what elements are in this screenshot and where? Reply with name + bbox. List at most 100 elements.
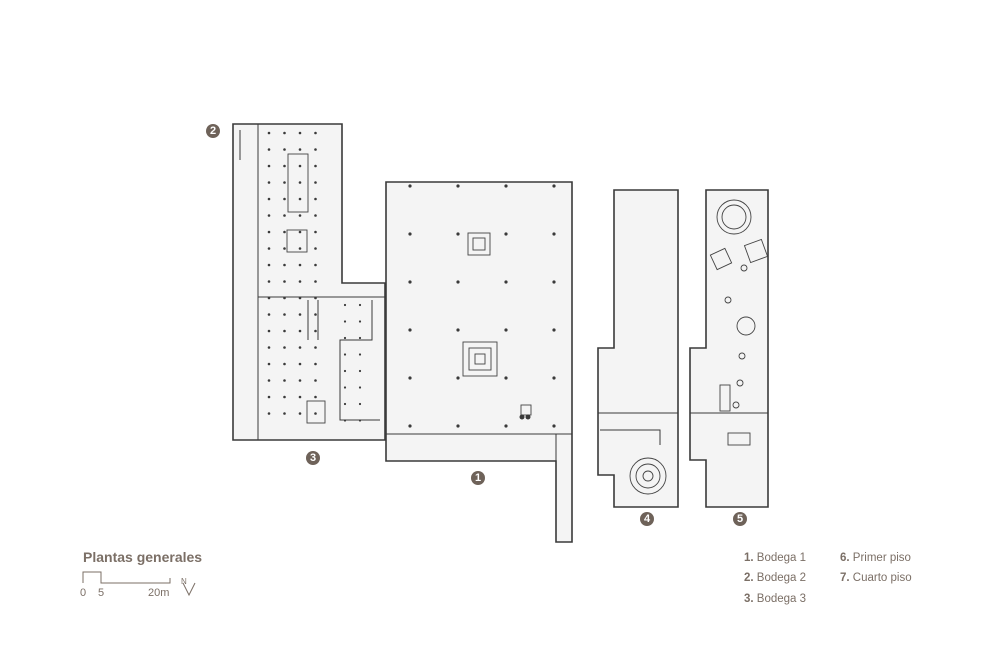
legend-item-7: 7. Cuarto piso (840, 572, 912, 584)
structural-column (552, 376, 556, 380)
structural-column (358, 386, 362, 389)
plan-4 (597, 189, 679, 508)
scale-bar (82, 571, 171, 584)
structural-column (504, 328, 508, 332)
structural-column (314, 247, 317, 250)
structural-column (298, 263, 302, 267)
structural-column (298, 346, 302, 349)
structural-column (283, 230, 286, 234)
structural-column (267, 346, 271, 349)
structural-column (408, 184, 412, 188)
north-arrow-icon (182, 582, 196, 597)
structural-column (504, 232, 508, 236)
structural-column (343, 369, 347, 373)
structural-column (267, 313, 271, 316)
structural-column (298, 329, 302, 333)
marker-3: 3 (306, 451, 320, 465)
structural-column (283, 197, 286, 201)
structural-column (267, 148, 271, 151)
north-label: N (181, 577, 187, 586)
structural-column (343, 320, 347, 323)
structural-column (314, 197, 317, 201)
structural-column (358, 303, 362, 307)
structural-column (408, 280, 412, 284)
structural-column (343, 402, 347, 406)
structural-column (552, 280, 556, 284)
structural-column (298, 247, 302, 250)
structural-column (283, 362, 286, 366)
scale-label-0: 0 (80, 587, 87, 599)
structural-column (283, 164, 286, 168)
marker-1: 1 (471, 471, 485, 485)
structural-column (267, 296, 271, 300)
structural-column (283, 247, 286, 250)
structural-column (314, 214, 317, 217)
structural-column (504, 424, 508, 428)
structural-column (552, 424, 556, 428)
structural-column (298, 230, 302, 234)
structural-column (456, 232, 460, 236)
structural-column (343, 353, 347, 356)
structural-column (358, 353, 362, 356)
plan-bodega-1 (385, 181, 573, 543)
structural-column (343, 303, 347, 307)
legend-item-2: 2. Bodega 2 (744, 572, 807, 584)
structural-column (314, 412, 317, 415)
structural-column (283, 131, 286, 135)
structural-column (267, 280, 271, 283)
structural-column (456, 328, 460, 332)
structural-column (298, 412, 302, 415)
structural-column (504, 184, 508, 188)
structural-column (314, 346, 317, 349)
structural-column (267, 164, 271, 168)
structural-column (267, 329, 271, 333)
structural-column (314, 280, 317, 283)
structural-column (358, 336, 362, 340)
structural-column (298, 395, 302, 399)
svg-text:3: 3 (310, 452, 316, 464)
structural-column (298, 131, 302, 135)
structural-column (267, 214, 271, 217)
structural-column (283, 181, 286, 184)
legend-item-6: 6. Primer piso (840, 552, 911, 564)
structural-column (343, 386, 347, 389)
structural-column (283, 395, 286, 399)
plan-5 (689, 189, 769, 508)
structural-column (283, 280, 286, 283)
structural-column (358, 402, 362, 406)
legend-item-3: 3. Bodega 3 (744, 593, 807, 605)
plan-bodega-2-3 (232, 123, 386, 441)
scale-label-20m: 20m (148, 587, 170, 599)
svg-text:4: 4 (644, 513, 651, 525)
structural-column (456, 424, 460, 428)
structural-column (298, 362, 302, 366)
svg-text:1: 1 (475, 472, 481, 484)
structural-column (267, 362, 271, 366)
structural-column (298, 280, 302, 283)
structural-column (456, 376, 460, 380)
structural-column (408, 232, 412, 236)
structural-column (267, 197, 271, 201)
structural-column (267, 395, 271, 399)
structural-column (283, 313, 286, 316)
seating-group (519, 404, 532, 420)
structural-column (408, 376, 412, 380)
structural-column (298, 148, 302, 151)
structural-column (283, 412, 286, 415)
structural-column (267, 230, 271, 234)
structural-column (358, 320, 362, 323)
structural-column (552, 184, 556, 188)
structural-column (314, 395, 317, 399)
structural-column (298, 313, 302, 316)
marker-4: 4 (640, 512, 654, 526)
structural-column (456, 280, 460, 284)
structural-column (408, 328, 412, 332)
structural-column (343, 336, 347, 340)
structural-column (552, 232, 556, 236)
svg-text:2: 2 (210, 125, 216, 137)
structural-column (298, 379, 302, 382)
marker-2: 2 (206, 124, 220, 138)
display-case-square (467, 232, 491, 256)
structural-column (283, 346, 286, 349)
